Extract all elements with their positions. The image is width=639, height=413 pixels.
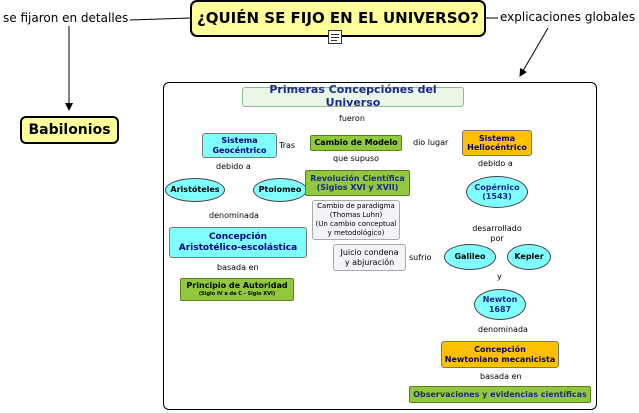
babilonios-node[interactable]: Babilonios xyxy=(20,116,119,144)
primeras-text: Primeras Concepciónes del Universo xyxy=(269,83,437,109)
concepcion-newton-line2: Newtoniano mecanicista xyxy=(444,354,556,364)
fueron-label: fueron xyxy=(338,114,366,124)
observaciones-node[interactable]: Observaciones y evidencias científicas xyxy=(409,386,591,403)
right-link-label: explicaciones globales xyxy=(500,10,636,24)
paradigma-node[interactable]: Cambio de paradigma (Thomas Luhn) (Un ca… xyxy=(312,200,400,240)
denominada-left-label: denominada xyxy=(208,211,260,221)
paradigma-line4: y metodológico) xyxy=(327,229,385,237)
concepcion-aristotelica-node[interactable]: Concepción Aristotélico-escolástica xyxy=(169,227,307,258)
copernico-line1: Copérnico xyxy=(474,182,520,192)
sufrio-label: sufrio xyxy=(408,253,433,263)
concepcion-newton-line1: Concepción xyxy=(474,345,526,355)
principio-line2: (Siglo IV a de C - Siglo XVI) xyxy=(198,290,276,297)
juicio-node[interactable]: Juicio condena y abjuración xyxy=(333,244,406,271)
y-label: y xyxy=(496,272,503,282)
geocentrico-line1: Sistema xyxy=(221,136,258,146)
que-supuso-label: que supuso xyxy=(332,154,381,164)
heliocentrico-line2: Heliocéntrico xyxy=(467,143,527,152)
observaciones-text: Observaciones y evidencias científicas xyxy=(413,389,587,399)
primeras-node[interactable]: Primeras Concepciónes del Universo xyxy=(242,83,464,109)
aristoteles-node[interactable]: Aristóteles xyxy=(165,178,225,202)
basada-en-right-label: basada en xyxy=(479,372,523,382)
kepler-text: Kepler xyxy=(514,252,544,262)
aristoteles-text: Aristóteles xyxy=(170,185,220,195)
desarrollado-line1: desarrollado xyxy=(472,224,522,233)
desarrollado-por-label: desarrollado por xyxy=(469,224,525,244)
basada-en-left-label: basada en xyxy=(216,263,260,273)
title-text: ¿QUIÉN SE FIJO EN EL UNIVERSO? xyxy=(197,8,479,27)
babilonios-text: Babilonios xyxy=(28,121,111,138)
newton-line1: Newton xyxy=(482,295,518,305)
geocentrico-line2: Geocéntrico xyxy=(212,145,267,155)
document-icon[interactable] xyxy=(328,30,342,44)
paradigma-line3: (Un cambio conceptual xyxy=(315,220,397,228)
concepcion-arist-line1: Concepción xyxy=(208,232,268,243)
concepcion-arist-line2: Aristotélico-escolástica xyxy=(178,242,298,253)
juicio-line2: y abjuración xyxy=(344,257,395,267)
galileo-node[interactable]: Galileo xyxy=(444,244,496,270)
ptolomeo-node[interactable]: Ptolomeo xyxy=(253,178,307,202)
principio-line1: Principio de Autoridad xyxy=(186,280,288,290)
paradigma-line1: Cambio de paradigma xyxy=(317,202,395,210)
heliocentrico-line1: Sistema xyxy=(478,133,516,143)
revolucion-node[interactable]: Revolución Científica (Siglos XVI y XVII… xyxy=(305,170,410,196)
geocentrico-node[interactable]: Sistema Geocéntrico xyxy=(202,133,277,158)
heliocentrico-node[interactable]: Sistema Heliocéntrico xyxy=(462,130,532,156)
revolucion-line2: (Siglos XVI y XVII) xyxy=(316,183,399,192)
tras-label: Tras xyxy=(278,141,297,151)
dio-lugar-label: dio lugar xyxy=(412,138,450,148)
revolucion-line1: Revolución Científica xyxy=(310,173,405,183)
denominada-right-label: denominada xyxy=(477,325,529,335)
newton-node[interactable]: Newton 1687 xyxy=(474,289,526,320)
cambio-modelo-node[interactable]: Cambio de Modelo xyxy=(310,135,402,151)
debido-a-right-label: debido a xyxy=(477,159,514,169)
copernico-line2: (1543) xyxy=(482,192,512,201)
cambio-modelo-text: Cambio de Modelo xyxy=(314,138,398,148)
paradigma-line2: (Thomas Luhn) xyxy=(329,211,383,219)
debido-a-left-label: debido a xyxy=(215,162,252,172)
principio-autoridad-node[interactable]: Principio de Autoridad (Siglo IV a de C … xyxy=(180,278,294,301)
juicio-line1: Juicio condena xyxy=(340,248,399,258)
ptolomeo-text: Ptolomeo xyxy=(258,185,302,195)
kepler-node[interactable]: Kepler xyxy=(507,244,551,270)
newton-line2: 1687 xyxy=(488,304,512,314)
copernico-node[interactable]: Copérnico (1543) xyxy=(466,176,528,208)
galileo-text: Galileo xyxy=(454,252,486,262)
left-link-label: se fijaron en detalles xyxy=(3,11,129,25)
concepcion-newtoniana-node[interactable]: Concepción Newtoniano mecanicista xyxy=(441,341,559,368)
desarrollado-line2: por xyxy=(490,234,504,243)
title-node[interactable]: ¿QUIÉN SE FIJO EN EL UNIVERSO? xyxy=(190,0,486,37)
